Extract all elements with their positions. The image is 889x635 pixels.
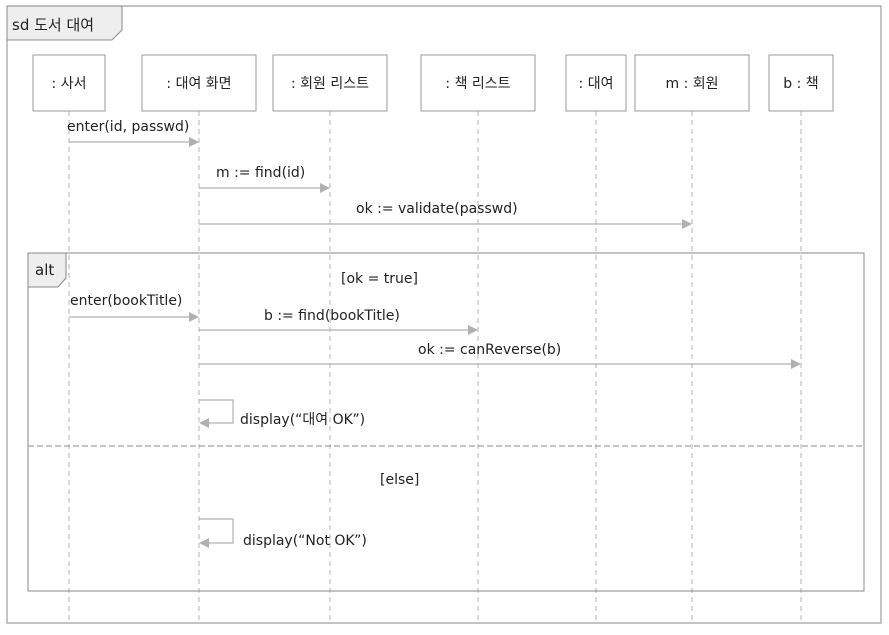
msg-label-find-booktitle: b := find(bookTitle) [264,308,400,324]
msg-label-display-notok: display(“Not OK”) [243,533,367,549]
lifeline-label-librarian: : 사서 [52,76,87,92]
lifeline-box-rental [565,54,627,112]
alt-fragment [27,252,865,592]
msg-label-display-ok: display(“대여 OK”) [240,412,365,428]
msg-label-enter-booktitle: enter(bookTitle) [70,293,182,309]
msg-label-find-id: m := find(id) [216,165,305,181]
lifeline-box-librarian [32,54,106,112]
msg-label-enter-id: enter(id, passwd) [67,119,189,135]
self-call-arrowhead-ok [199,418,209,428]
msg-arrowhead-find-id [320,183,330,193]
alt-label: alt [35,261,54,279]
lifeline-label-rental: : 대여 [579,76,614,92]
lifeline-label-member-list: : 회원 리스트 [291,76,369,92]
sd-frame-tab [6,5,123,41]
lifeline-label-rental-screen: : 대여 화면 [166,76,231,92]
msg-arrowhead-enter-booktitle [189,312,199,322]
lifeline-box-member-list [272,54,388,112]
sd-frame [6,5,882,624]
self-call-arrowhead-notok [199,538,209,548]
frame-title: sd 도서 대여 [12,16,94,34]
lifelines [68,111,802,622]
self-call-display-notok [199,518,234,544]
lifeline-box-book-list [420,54,536,112]
msg-arrowhead-enter-id [189,137,199,147]
lifeline-label-book-list: : 책 리스트 [445,76,510,92]
alt-guard-else: [else] [380,472,419,488]
alt-fragment-tab [27,252,67,288]
msg-label-canreverse: ok := canReverse(b) [418,342,561,358]
msg-arrowhead-find-booktitle [468,325,478,335]
lifeline-box-member [634,54,750,112]
lifeline-box-rental-screen [141,54,257,112]
lifeline-label-book: b : 책 [783,76,818,92]
lifeline-box-book [768,54,834,112]
self-call-display-ok [199,399,234,424]
alt-guard-true: [ok = true] [341,271,418,287]
msg-label-validate: ok := validate(passwd) [356,201,518,217]
msg-arrowhead-validate [682,219,692,229]
lifeline-label-member: m : 회원 [665,76,718,92]
msg-arrowhead-canreverse [791,359,801,369]
